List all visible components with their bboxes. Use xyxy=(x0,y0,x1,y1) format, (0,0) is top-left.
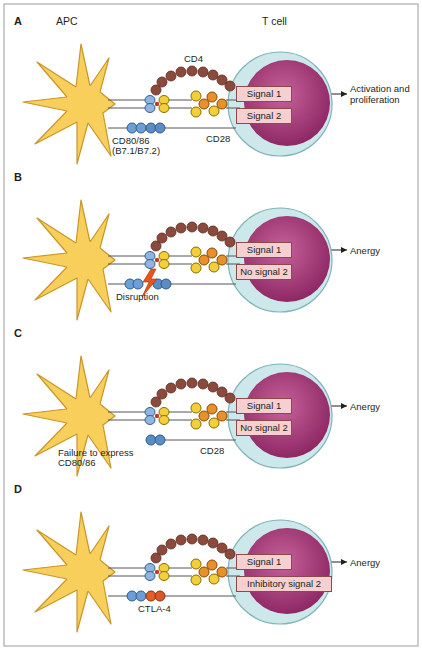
signal-box: Signal 1 xyxy=(236,86,292,102)
signal-text: Signal 1 xyxy=(239,555,289,569)
arrow-head xyxy=(341,403,347,409)
arrow-head xyxy=(341,247,347,253)
molecule-name: (B7.1/B7.2) xyxy=(112,146,160,156)
signal-box: Signal 1 xyxy=(236,554,292,570)
panel-letter: D xyxy=(14,483,22,495)
molecule-name: CD28 xyxy=(206,134,230,144)
signal-box: Signal 1 xyxy=(236,398,292,414)
panel-letter: B xyxy=(14,171,22,183)
cd28-alone xyxy=(146,435,236,445)
signal-text: Signal 1 xyxy=(239,243,289,257)
annotation-text: Disruption xyxy=(116,292,159,302)
cell-pair xyxy=(23,200,332,320)
molecule-name: CTLA-4 xyxy=(138,604,171,614)
signal-text: Signal 1 xyxy=(239,87,289,101)
signal-box: Inhibitory signal 2 xyxy=(236,576,332,592)
outcome-label: Anergy xyxy=(350,401,418,412)
molecule-name: CD80/86 xyxy=(112,136,150,146)
panel-c-art xyxy=(23,356,332,476)
panel-d-art xyxy=(23,512,332,632)
cell-name: T cell xyxy=(262,15,287,27)
signal-text: Signal 1 xyxy=(239,399,289,413)
signal-box: Signal 1 xyxy=(236,242,292,258)
signal-box: Signal 2 xyxy=(236,108,292,124)
outcome-text: Activation and proliferation xyxy=(350,83,418,105)
signal-box: No signal 2 xyxy=(236,420,292,436)
cell-pair xyxy=(23,512,332,632)
outcome-text: Anergy xyxy=(350,401,418,412)
panel-a-art xyxy=(23,44,332,164)
costimulatory-pair xyxy=(108,123,236,133)
signal-box: No signal 2 xyxy=(236,264,292,280)
annotation-text: Failure to express CD80/86 xyxy=(58,448,138,468)
panel-b-art xyxy=(23,200,332,320)
panel-letter: C xyxy=(14,327,22,339)
molecule-name: CD4 xyxy=(184,54,203,64)
arrow-head xyxy=(341,559,347,565)
cell-pair xyxy=(23,44,332,164)
signal-text: Signal 2 xyxy=(239,109,289,123)
outcome-label: Anergy xyxy=(350,557,418,568)
arrow-head xyxy=(341,91,347,97)
cell-name: APC xyxy=(56,15,78,27)
outcome-label: Anergy xyxy=(350,245,418,256)
cell-pair xyxy=(23,356,332,476)
signal-text: No signal 2 xyxy=(239,421,289,435)
signal-text: No signal 2 xyxy=(239,265,289,279)
outcome-label: Activation and proliferation xyxy=(350,83,418,105)
molecule-name: CD28 xyxy=(200,446,224,456)
ctla4-pair xyxy=(108,591,236,601)
outcome-text: Anergy xyxy=(350,245,418,256)
figure-frame xyxy=(4,4,418,646)
signal-text: Inhibitory signal 2 xyxy=(239,577,329,591)
outcome-text: Anergy xyxy=(350,557,418,568)
panel-letter: A xyxy=(14,15,22,27)
